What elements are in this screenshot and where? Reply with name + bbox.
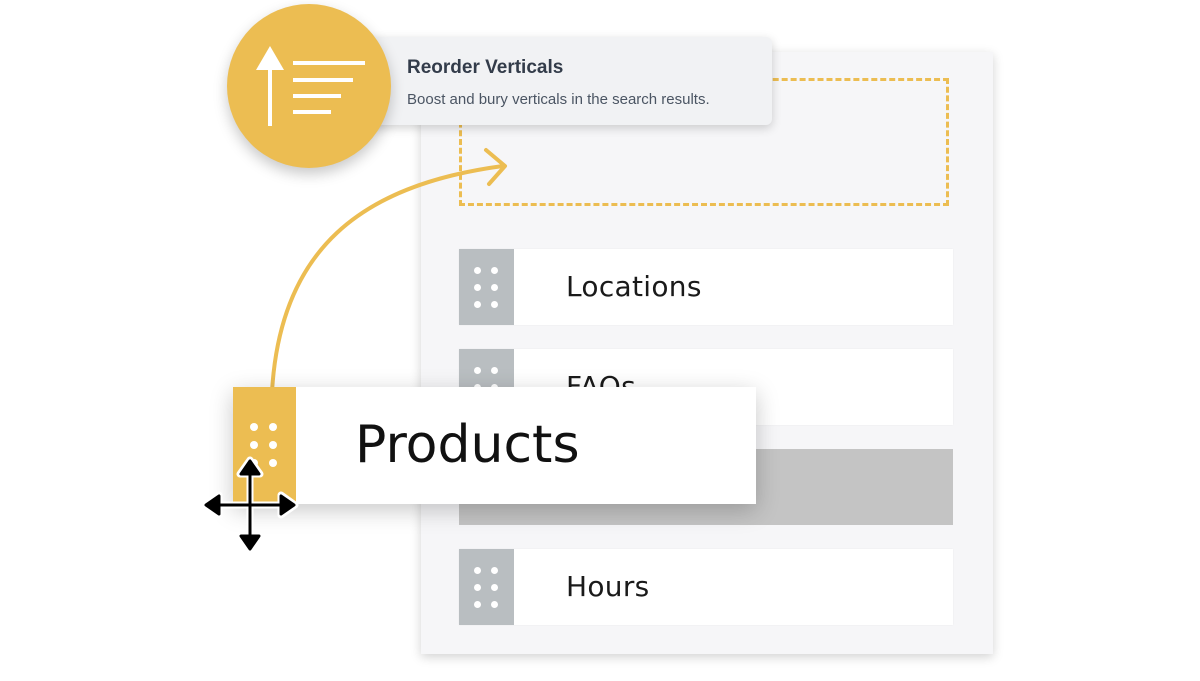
reorder-icon — [256, 46, 365, 126]
dragged-vertical-card[interactable]: Products — [233, 387, 756, 504]
vertical-row-locations[interactable]: Locations — [459, 249, 953, 325]
vertical-row-label: Locations — [566, 270, 702, 303]
drag-handle-icon[interactable] — [233, 387, 296, 504]
reorder-feature-badge — [227, 4, 391, 168]
tooltip-description: Boost and bury verticals in the search r… — [407, 91, 710, 108]
vertical-row-label: Hours — [566, 570, 650, 603]
tooltip-title: Reorder Verticals — [407, 57, 564, 78]
drag-handle-icon[interactable] — [459, 249, 514, 325]
vertical-row-hours[interactable]: Hours — [459, 549, 953, 625]
dragged-vertical-label: Products — [355, 415, 580, 475]
drag-handle-icon[interactable] — [459, 549, 514, 625]
feature-tooltip: Reorder Verticals Boost and bury vertica… — [330, 37, 772, 125]
